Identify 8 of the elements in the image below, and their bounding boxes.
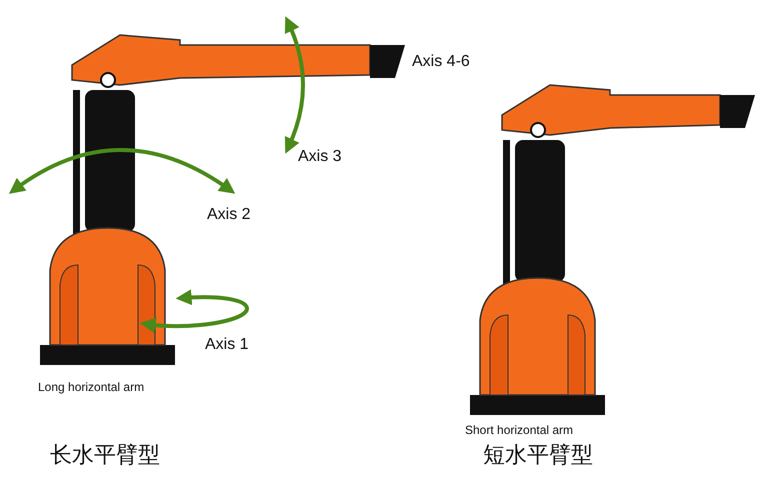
robot-caption: Short horizontal arm bbox=[465, 424, 574, 438]
axis-label: Axis 2 bbox=[207, 206, 251, 224]
robot-caption: Long horizontal arm bbox=[38, 381, 144, 394]
type-caption: 短水平臂型 bbox=[483, 444, 593, 468]
axis-label: Axis 1 bbox=[205, 336, 249, 354]
type-caption: 长水平臂型 bbox=[50, 444, 160, 468]
axis-label: Axis 3 bbox=[298, 148, 342, 166]
axis-label: Axis 4-6 bbox=[412, 53, 470, 71]
